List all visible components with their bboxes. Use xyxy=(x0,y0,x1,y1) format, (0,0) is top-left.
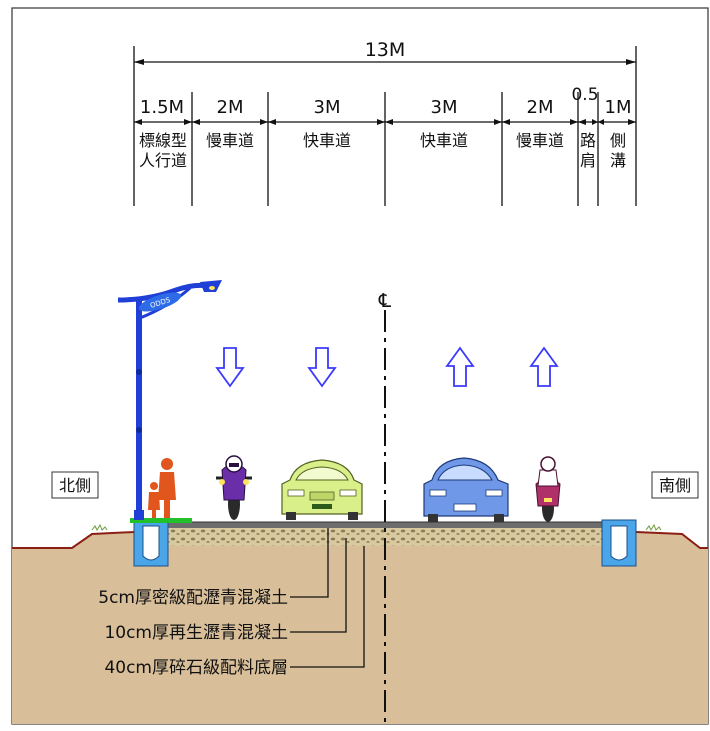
gravel-base-layer xyxy=(168,528,602,546)
segment-name-sidewalk-line2: 人行道 xyxy=(139,151,187,170)
ditch-north-channel xyxy=(142,525,160,561)
layer-leaders xyxy=(290,528,365,668)
segment-name-slow-lane-north: 慢車道 xyxy=(206,131,254,150)
segment-name-shoulder-line2: 肩 xyxy=(580,151,596,170)
ground-south xyxy=(636,532,708,724)
leader-layer-3 xyxy=(290,546,365,668)
south-side-box xyxy=(651,471,699,499)
layer-label-binder: 10cm厚再生瀝青混凝土 xyxy=(104,623,288,643)
arrow-up-icon xyxy=(445,346,475,387)
total-width-label: 13M xyxy=(365,39,406,61)
segment-width-slow-lane-south: 2M xyxy=(527,97,554,118)
segment-name-fast-lane-north: 快車道 xyxy=(303,131,351,150)
segment-width-sidewalk: 1.5M xyxy=(140,97,184,118)
ground-edge-north xyxy=(12,531,135,549)
arrow-down-icon xyxy=(215,347,245,388)
pedestrian-icon xyxy=(148,458,176,518)
grass-south xyxy=(645,523,662,532)
segment-name-shoulder-line1: 路 xyxy=(580,131,596,150)
car-icon xyxy=(423,457,509,522)
sidewalk-marking-strip xyxy=(130,518,192,523)
scooter-icon xyxy=(535,456,561,522)
segment-name-slow-lane-south: 慢車道 xyxy=(516,131,564,150)
segment-name-ditch-line2: 溝 xyxy=(610,151,626,170)
dimension-lines xyxy=(133,46,637,206)
ground-edge-south xyxy=(635,531,708,549)
segment-width-ditch: 1M xyxy=(605,97,632,118)
leader-layer-2 xyxy=(290,538,347,633)
centerline-symbol: ℄ xyxy=(378,290,392,312)
layer-label-base: 40cm厚碎石級配料底層 xyxy=(104,658,288,678)
layer-label-surface: 5cm厚密級配瀝青混凝土 xyxy=(98,588,288,608)
ditch-south-channel xyxy=(610,525,628,561)
car-icon xyxy=(281,459,363,520)
north-side-label: 北側 xyxy=(59,476,91,495)
ground-north xyxy=(12,532,134,724)
asphalt-surface xyxy=(168,522,602,528)
arrow-down-icon xyxy=(307,347,337,388)
street-lamp-icon: ODDS xyxy=(117,280,222,520)
segment-width-slow-lane-north: 2M xyxy=(217,97,244,118)
scooter-icon xyxy=(216,455,252,520)
segment-name-sidewalk-line1: 標線型 xyxy=(139,131,187,150)
segment-width-fast-lane-south: 3M xyxy=(431,97,458,118)
segment-name-fast-lane-south: 快車道 xyxy=(420,131,468,150)
grass-north xyxy=(91,523,108,532)
south-side-label: 南側 xyxy=(659,476,691,495)
dimension-arrowheads xyxy=(134,59,636,125)
north-side-box xyxy=(51,471,99,499)
segment-name-ditch-line1: 側 xyxy=(610,131,626,150)
arrow-up-icon xyxy=(529,346,559,387)
leader-layer-1 xyxy=(290,528,329,598)
segment-width-fast-lane-north: 3M xyxy=(314,97,341,118)
segment-width-shoulder: 0.5 xyxy=(571,85,598,105)
